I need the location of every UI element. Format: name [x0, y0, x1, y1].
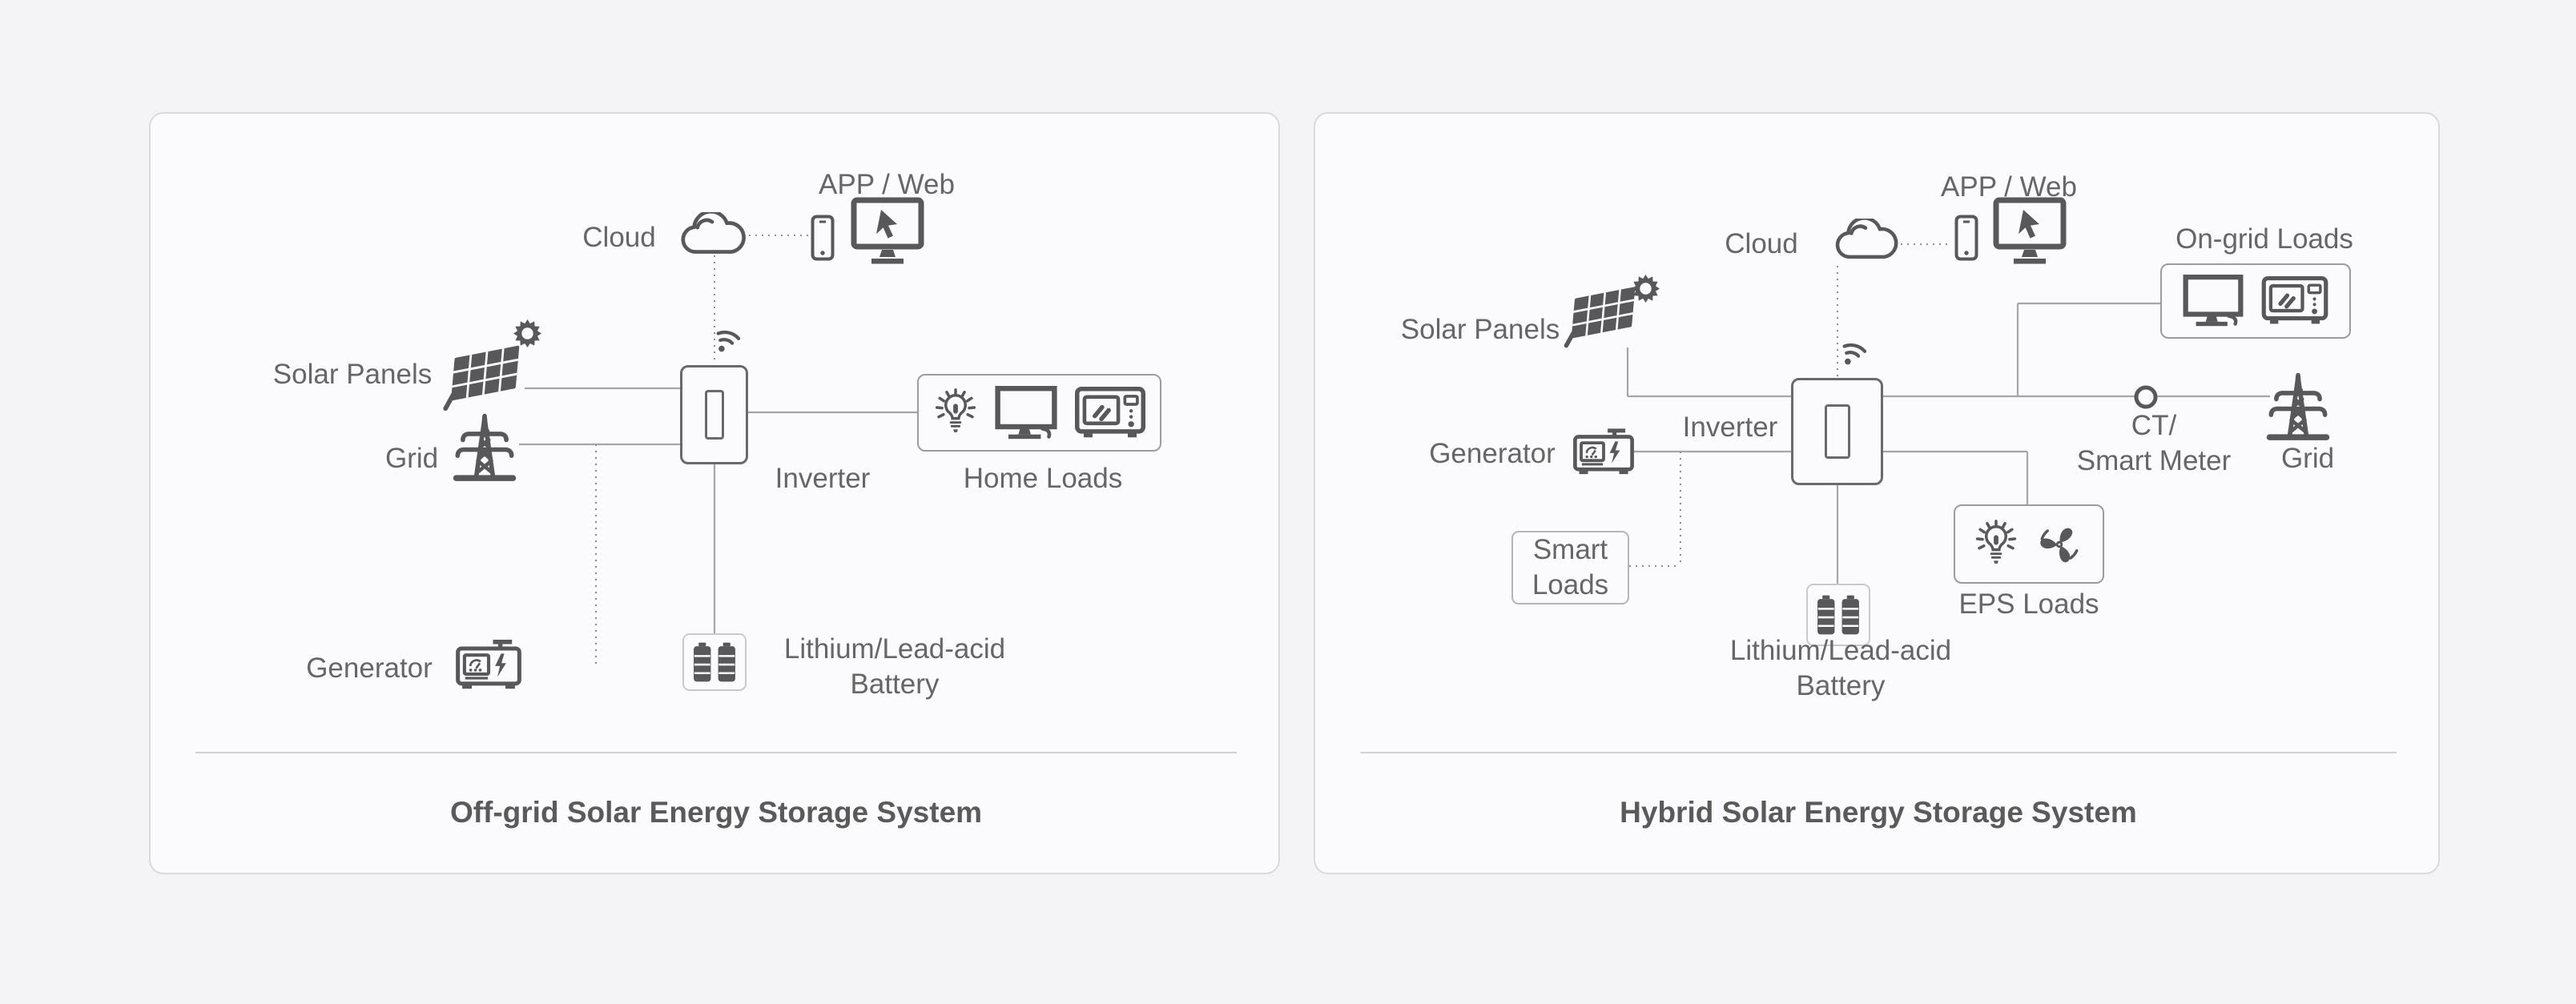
- generator-label: Generator: [306, 653, 433, 684]
- battery-label: Lithium/Lead-acid Battery: [784, 632, 1005, 702]
- hybrid-system-card: Cloud APP / Web On-grid Loads Solar Pane…: [1314, 112, 2440, 874]
- eps-loads-label: EPS Loads: [1958, 588, 2099, 620]
- on-grid-loads-box: [2160, 263, 2351, 339]
- battery-label-line2: Battery: [850, 669, 940, 700]
- monitor-cursor-icon: [1993, 197, 2067, 266]
- smartphone-icon: [1954, 215, 1978, 261]
- card-divider: [1360, 752, 2397, 753]
- smart-loads-line2: Loads: [1532, 569, 1609, 600]
- wire-smart-loads-dotted: [1629, 452, 1681, 567]
- smart-loads-line1: Smart: [1532, 534, 1608, 566]
- inverter-slot: [1824, 404, 1850, 459]
- wire-solar-to-inverter: [1626, 347, 1791, 398]
- cloud-label: Cloud: [1725, 228, 1798, 259]
- inverter-box: [1791, 378, 1883, 485]
- on-grid-loads-label: On-grid Loads: [2176, 223, 2353, 255]
- solar-panels-label: Solar Panels: [1400, 314, 1560, 345]
- offgrid-system-card: Cloud APP / Web Solar Panels Grid Invert…: [149, 112, 1280, 874]
- ct-label-line1: CT/: [2131, 409, 2177, 441]
- ct-meter-dot-icon: [2134, 385, 2158, 409]
- ct-label-line2: Smart Meter: [2076, 445, 2232, 476]
- solar-panel-icon: [1562, 283, 1642, 351]
- light-bulb-rays-icon: [1974, 519, 2019, 569]
- microwave-icon: [2260, 276, 2329, 326]
- home-loads-box: [917, 374, 1161, 452]
- grid-label: Grid: [2280, 443, 2335, 474]
- hybrid-title: Hybrid Solar Energy Storage System: [1620, 796, 2137, 829]
- card-divider: [195, 752, 1237, 753]
- tv-monitor-icon: [994, 385, 1058, 440]
- solar-panel-icon: [441, 343, 527, 413]
- cloud-icon: [675, 212, 749, 259]
- fan-blades-icon: [2035, 520, 2084, 569]
- inverter-slot: [704, 390, 724, 440]
- smart-loads-box: Smart Loads: [1511, 531, 1629, 604]
- battery-pair-icon: [691, 641, 738, 684]
- monitor-cursor-icon: [851, 197, 924, 266]
- cloud-icon: [1830, 219, 1901, 263]
- sun-gear-icon: [513, 319, 542, 348]
- offgrid-connector-lines: [519, 235, 917, 665]
- battery-box: [1806, 584, 1870, 646]
- inverter-label: Inverter: [775, 463, 871, 494]
- inverter-box: [680, 365, 748, 464]
- battery-label-line1: Lithium/Lead-acid: [783, 633, 1006, 665]
- app-web-label: APP / Web: [819, 169, 955, 200]
- eps-loads-box: [1954, 504, 2104, 584]
- transmission-tower-icon: [2264, 367, 2332, 442]
- cloud-label: Cloud: [582, 222, 656, 253]
- home-loads-label: Home Loads: [963, 463, 1123, 494]
- inverter-label: Inverter: [1682, 412, 1778, 443]
- wire-inverter-to-eps-loads: [1883, 450, 2029, 504]
- grid-label: Grid: [384, 443, 439, 474]
- smartphone-icon: [811, 215, 835, 261]
- wifi-signal-icon: [1842, 341, 1871, 367]
- generator-icon: [1572, 425, 1635, 480]
- tv-monitor-icon: [2182, 275, 2244, 327]
- battery-box: [682, 633, 747, 691]
- hybrid-connector-lines: [1626, 243, 2270, 584]
- transmission-tower-icon: [450, 408, 519, 482]
- battery-label: Lithium/Lead-acid Battery: [1730, 633, 1951, 704]
- offgrid-title: Off-grid Solar Energy Storage System: [449, 796, 983, 829]
- ct-smart-meter-label: CT/ Smart Meter: [2077, 408, 2232, 479]
- battery-pair-icon: [1815, 592, 1862, 637]
- microwave-icon: [1074, 386, 1146, 440]
- generator-label: Generator: [1429, 438, 1556, 469]
- light-bulb-rays-icon: [933, 388, 978, 438]
- generator-icon: [455, 636, 522, 695]
- sun-gear-icon: [1631, 274, 1660, 303]
- solar-panels-label: Solar Panels: [272, 359, 433, 390]
- battery-label-line1: Lithium/Lead-acid: [1729, 634, 1952, 666]
- battery-label-line2: Battery: [1796, 670, 1886, 701]
- wifi-signal-icon: [716, 328, 745, 354]
- wire-riser-to-ongrid-loads: [2016, 302, 2160, 396]
